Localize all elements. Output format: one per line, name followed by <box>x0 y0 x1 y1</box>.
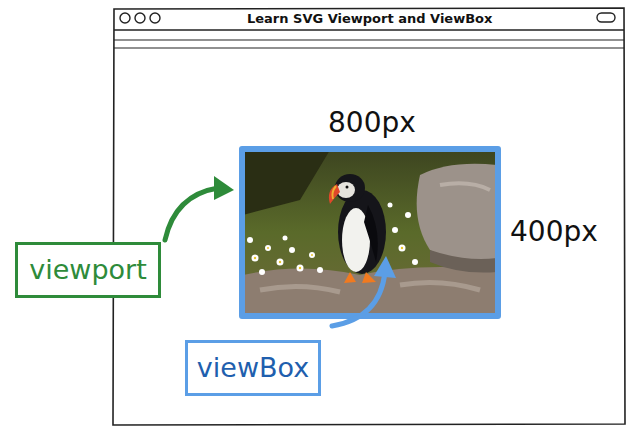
callout-text: viewBox <box>197 353 309 383</box>
viewbox-callout: viewBox <box>185 340 321 396</box>
title-bar-line <box>114 29 624 30</box>
toolbar-line <box>114 40 624 48</box>
viewport-arrow <box>165 188 218 240</box>
height-dimension: 400px <box>510 217 598 248</box>
window-title: Learn SVG Viewport and ViewBox <box>247 12 492 26</box>
window-pill <box>597 13 615 22</box>
puffin-photo <box>243 150 497 315</box>
callout-text: viewport <box>29 255 147 285</box>
browser-window <box>113 8 625 425</box>
viewbox-arrowhead <box>374 256 396 278</box>
viewport-arrowhead <box>214 176 234 200</box>
viewport-callout: viewport <box>15 242 161 298</box>
viewbox-arrow <box>332 272 385 326</box>
width-dimension: 800px <box>328 108 416 139</box>
viewbox-frame <box>242 149 498 316</box>
window-button <box>135 13 145 23</box>
window-button <box>120 13 130 23</box>
window-button <box>150 13 160 23</box>
